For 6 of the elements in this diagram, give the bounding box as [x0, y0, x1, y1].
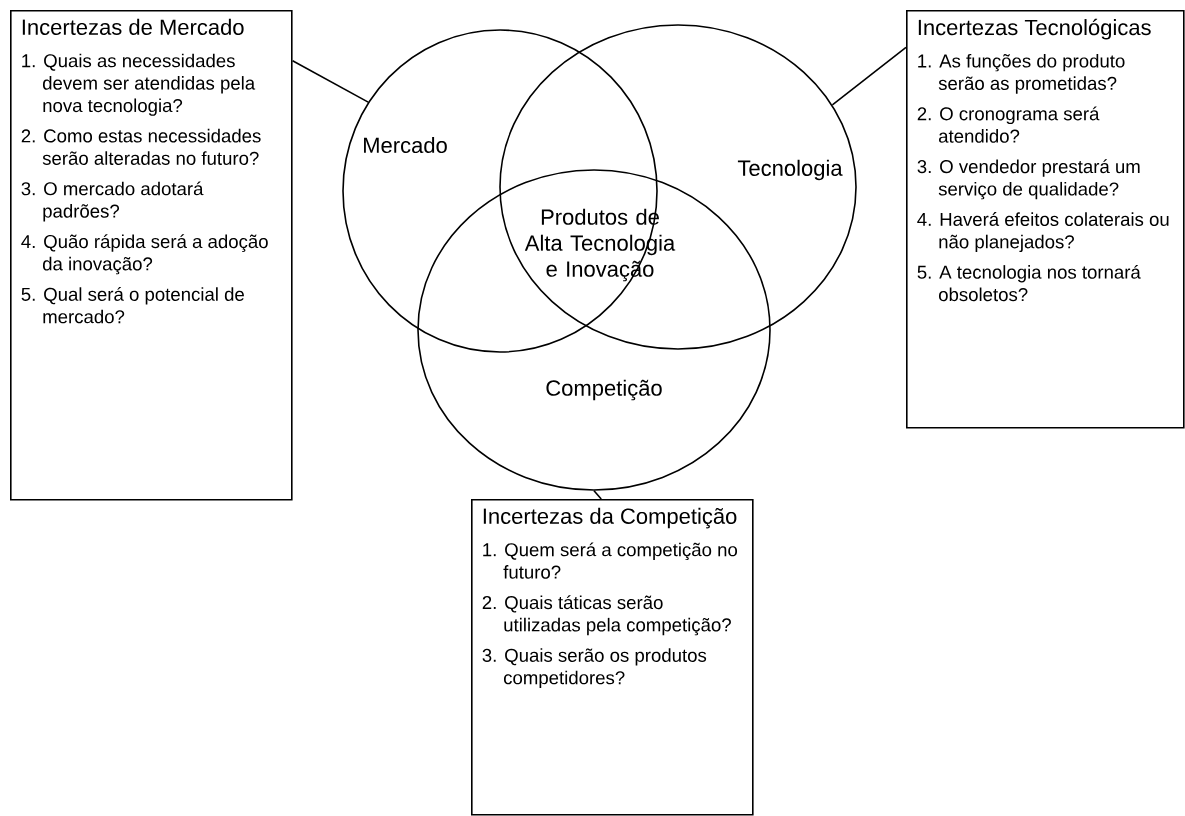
connector-line [593, 490, 603, 500]
connector-line [291, 60, 369, 103]
question-box: Incertezas Tecnológicas 1. As funções do produto serão as prometidas? 2. O cronograma será atendido? 3. O vendedor prestará um serviço de qualidade? 4. Haverá efeitos colaterais ou não planejados? 5. A tecnologia nos tornará obsoletos? [906, 10, 1185, 429]
question-box: Incertezas de Mercado 1. Quais as necessidades devem ser atendidas pela nova tecnologia? 2. Como estas necessidades serão alteradas no futuro? 3. O mercado adotará padrões? 4. Quão rápida será a adoção da inovação? 5. Qual será o potencial de mercado? [10, 10, 293, 501]
question-box: Incertezas da Competição 1. Quem será a competição no futuro? 2. Quais táticas serão utilizadas pela competição? 3. Quais serão os produtos competidores? [471, 499, 754, 816]
connector-line [831, 46, 907, 106]
